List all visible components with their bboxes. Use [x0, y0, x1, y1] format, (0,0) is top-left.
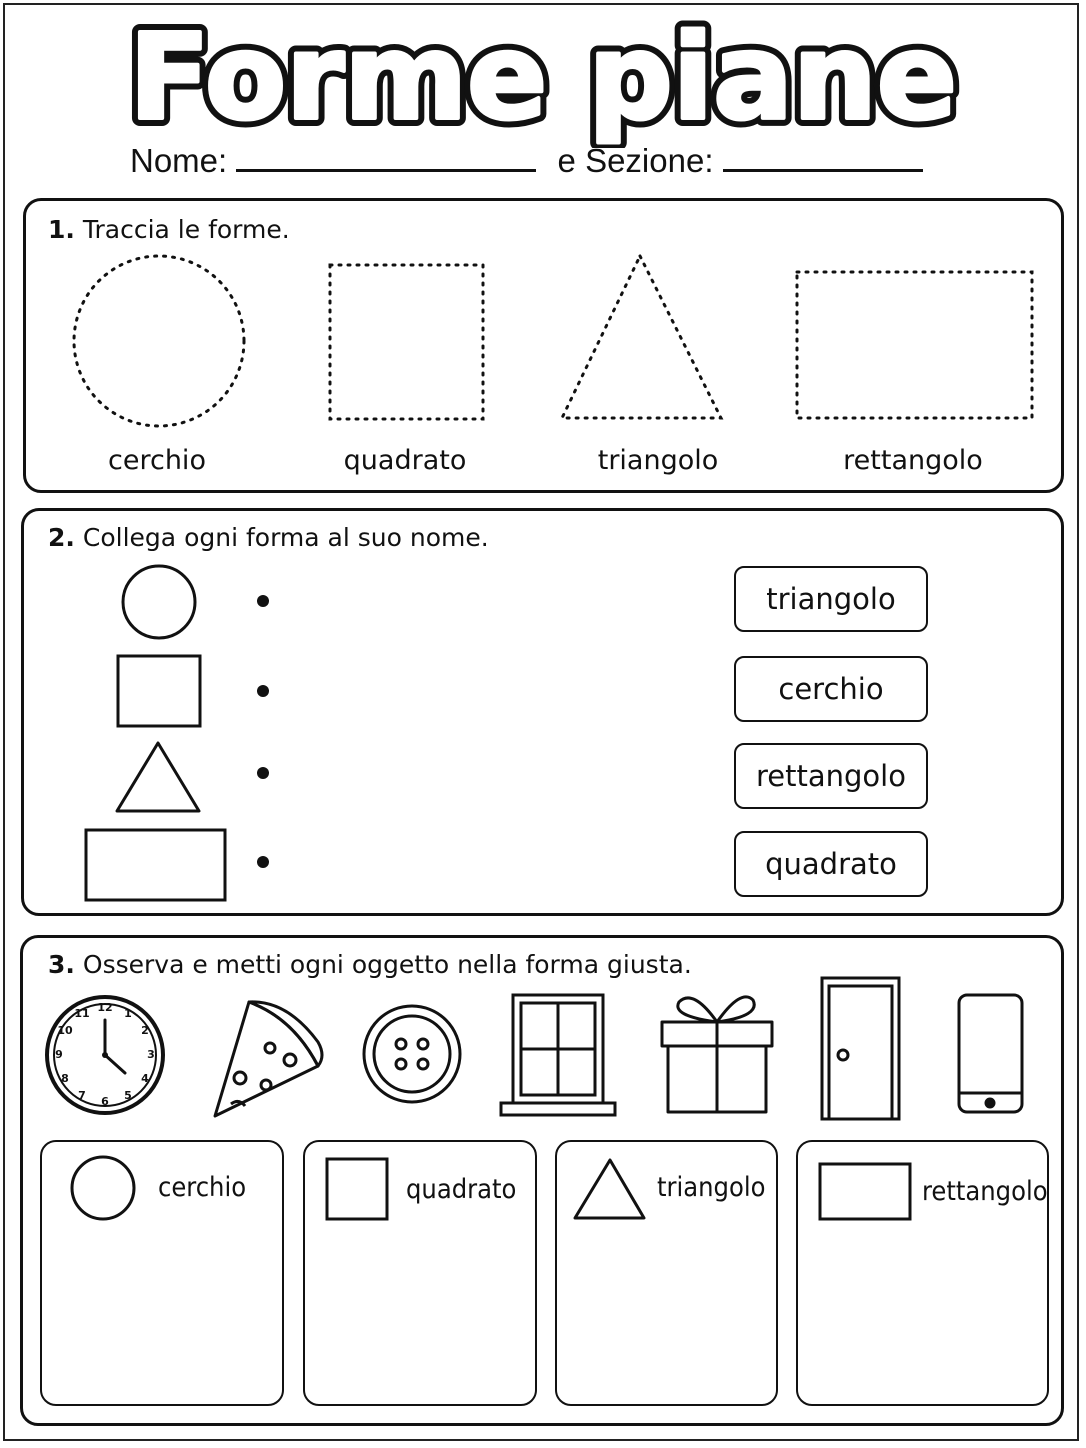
match-dot-4[interactable] — [257, 856, 269, 868]
shape-circle — [121, 564, 197, 640]
title-bubble-text: Forme piane Forme piane — [121, 0, 965, 154]
match-shapes — [84, 564, 227, 902]
sort-box-triangolo[interactable]: triangolo — [555, 1140, 778, 1406]
page-title: Forme piane Forme piane — [0, 0, 1086, 154]
dotted-shapes — [72, 252, 1034, 428]
phone-icon[interactable] — [957, 993, 1024, 1114]
dotted-rectangle[interactable] — [795, 270, 1034, 420]
section3-number: 3. — [48, 950, 75, 979]
match-dot-3[interactable] — [257, 767, 269, 779]
clock-icon[interactable]: 12 1 2 3 4 5 6 7 8 9 10 11 — [45, 995, 165, 1115]
nome-blank[interactable] — [236, 169, 537, 172]
dotted-circle[interactable] — [72, 254, 246, 428]
svg-text:5: 5 — [124, 1089, 132, 1102]
match-dot-2[interactable] — [257, 685, 269, 697]
sort-box-quadrato[interactable]: quadrato — [303, 1140, 537, 1406]
title-fill: Forme piane — [129, 8, 957, 146]
name-section-line: Nome: e Sezione: — [130, 142, 923, 180]
svg-text:11: 11 — [74, 1007, 89, 1020]
svg-text:10: 10 — [57, 1024, 73, 1037]
button-icon[interactable] — [362, 1004, 462, 1104]
section1-instruction: Traccia le forme. — [82, 215, 290, 244]
section2-instruction: Collega ogni forma al suo nome. — [82, 523, 489, 552]
sezione-blank[interactable] — [722, 169, 923, 172]
section-trace-shapes: 1.Traccia le forme. cerchio quadrato tri… — [23, 198, 1064, 493]
triangle-icon — [573, 1158, 646, 1220]
sort-box-cerchio[interactable]: cerchio — [40, 1140, 284, 1406]
dotted-square[interactable] — [328, 263, 485, 421]
gift-icon[interactable] — [660, 995, 774, 1114]
sort-label-rettangolo: rettangolo — [922, 1176, 1048, 1207]
sort-label-triangolo: triangolo — [657, 1172, 766, 1203]
nome-label: Nome: — [130, 142, 228, 179]
dotted-triangle[interactable] — [559, 252, 724, 420]
page-border — [3, 3, 1079, 1441]
section2-heading: 2.Collega ogni forma al suo nome. — [48, 523, 489, 552]
svg-text:8: 8 — [61, 1072, 69, 1085]
shape-rectangle — [84, 828, 227, 902]
section-sort-objects: 3.Osserva e metti ogni oggetto nella for… — [20, 935, 1064, 1426]
shape-square — [116, 654, 202, 728]
svg-text:1: 1 — [124, 1007, 132, 1020]
sort-box-rettangolo[interactable]: rettangolo — [796, 1140, 1049, 1406]
objects-row: 12 1 2 3 4 5 6 7 8 9 10 11 — [45, 976, 1024, 1121]
title-outline: Forme piane — [129, 8, 957, 146]
name-box-rettangolo[interactable]: rettangolo — [734, 743, 928, 809]
square-icon — [325, 1157, 389, 1221]
rectangle-icon — [818, 1162, 912, 1221]
section1-number: 1. — [48, 215, 75, 244]
section1-heading: 1.Traccia le forme. — [48, 215, 290, 244]
label-rettangolo: rettangolo — [843, 445, 983, 476]
match-dot-1[interactable] — [257, 595, 269, 607]
circle-icon — [70, 1155, 136, 1221]
sezione-label: e Sezione: — [557, 142, 714, 179]
window-icon[interactable] — [499, 993, 617, 1117]
label-triangolo: triangolo — [597, 445, 719, 476]
svg-text:7: 7 — [78, 1089, 86, 1102]
svg-text:3: 3 — [147, 1048, 155, 1061]
svg-text:2: 2 — [141, 1024, 149, 1037]
svg-text:4: 4 — [141, 1072, 149, 1085]
shape-triangle — [115, 741, 201, 813]
name-box-triangolo[interactable]: triangolo — [734, 566, 928, 632]
section3-heading: 3.Osserva e metti ogni oggetto nella for… — [48, 950, 692, 979]
svg-text:12: 12 — [97, 1001, 112, 1014]
name-box-cerchio[interactable]: cerchio — [734, 656, 928, 722]
svg-text:9: 9 — [55, 1048, 63, 1061]
sort-label-quadrato: quadrato — [406, 1174, 517, 1205]
sort-label-cerchio: cerchio — [158, 1172, 247, 1203]
door-icon[interactable] — [820, 976, 901, 1121]
label-quadrato: quadrato — [343, 445, 467, 476]
section3-instruction: Osserva e metti ogni oggetto nella forma… — [82, 950, 692, 979]
name-box-quadrato[interactable]: quadrato — [734, 831, 928, 897]
section-match-shapes: 2.Collega ogni forma al suo nome. triang… — [21, 508, 1064, 916]
section2-number: 2. — [48, 523, 75, 552]
label-cerchio: cerchio — [108, 445, 206, 476]
svg-text:6: 6 — [101, 1095, 109, 1108]
pizza-slice-icon[interactable] — [213, 1000, 324, 1118]
